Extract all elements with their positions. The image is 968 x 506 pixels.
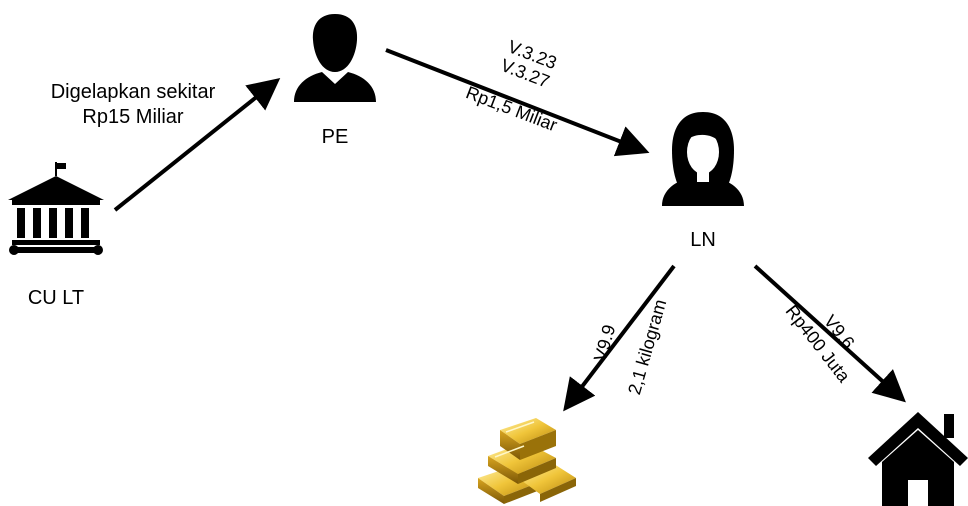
arrow-cu-to-pe xyxy=(113,78,281,212)
edge-label-cu-pe-line1: Digelapkan sekitar xyxy=(51,81,216,103)
edge-label-ln-gold: V9.9 2,1 kilogram xyxy=(590,297,670,397)
arrow-ln-to-gold xyxy=(563,264,676,412)
male-person-icon xyxy=(294,14,376,102)
node-house xyxy=(868,412,968,506)
edge-label-cu-pe-line2: Rp15 Miliar xyxy=(82,106,183,128)
edge-label-ln-gold-line2: 2,1 kilogram xyxy=(624,297,670,397)
edge-label-cu-pe: Digelapkan sekitar Rp15 Miliar xyxy=(51,81,216,128)
gold-bars-icon xyxy=(478,418,576,504)
edge-label-ln-house: V9.6 Rp400 Juta xyxy=(782,301,859,387)
edge-label-ln-gold-line1: V9.9 xyxy=(590,322,619,363)
node-cu: CU LT xyxy=(8,162,104,309)
house-icon xyxy=(868,412,968,506)
bank-building-icon xyxy=(8,162,104,255)
node-ln: LN xyxy=(662,112,744,251)
arrow-ln-to-house xyxy=(753,264,906,403)
female-person-icon xyxy=(662,112,744,206)
node-cu-label: CU LT xyxy=(28,287,84,309)
node-pe: PE xyxy=(294,14,376,148)
node-gold xyxy=(478,418,576,504)
node-ln-label: LN xyxy=(690,229,716,251)
arrow-pe-to-ln xyxy=(385,48,650,157)
node-pe-label: PE xyxy=(322,126,349,148)
